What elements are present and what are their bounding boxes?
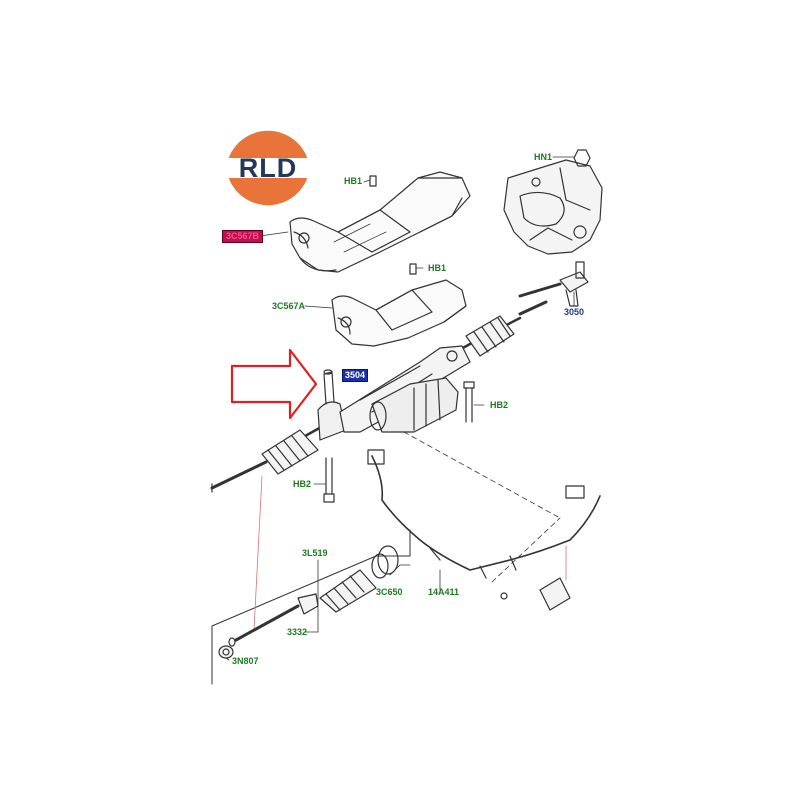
rld-logo-icon: RLD [218, 118, 318, 218]
rld-logo-graphic [222, 130, 314, 206]
eps-motor [369, 377, 459, 433]
bellows-right [465, 315, 515, 357]
kit-bracket [211, 529, 411, 685]
dashed-leader [403, 431, 561, 583]
callout-3332: 3332 [287, 627, 308, 637]
tie-rod-end [518, 261, 589, 307]
callout-leaders [225, 156, 575, 661]
inner-tie-rod [228, 593, 319, 647]
wiring-harness [367, 449, 601, 611]
heat-shield-lower [331, 279, 467, 347]
bolt-hb1-top [369, 175, 377, 187]
logo-text: RLD [238, 152, 298, 183]
bolt-hb1-mid [409, 263, 417, 275]
heat-shield-upper [289, 171, 471, 273]
subframe-knuckle [503, 149, 603, 255]
callout-3c650: 3C650 [376, 587, 403, 597]
kit-bellows [319, 545, 399, 613]
callout-hn1: HN1 [534, 152, 553, 162]
callout-hb2-left: HB2 [293, 479, 312, 489]
callout-3n807: 3N807 [232, 656, 259, 666]
bellows-left [261, 429, 319, 475]
bolt-hb2-left [323, 457, 335, 503]
callout-14a411: 14A411 [428, 587, 460, 597]
callout-hb1-mid: HB1 [428, 263, 447, 273]
nut-3n807 [218, 645, 234, 659]
callout-3050: 3050 [564, 307, 585, 317]
red-outline-arrow-icon [230, 348, 318, 420]
callout-3c567a: 3C567A [272, 301, 306, 311]
callout-hb1-top: HB1 [344, 176, 363, 186]
pinion-housing [317, 369, 347, 441]
callout-3c567b: 3C567B [222, 230, 264, 243]
callout-hb2-right: HB2 [490, 400, 509, 410]
callout-3l519: 3L519 [302, 548, 328, 558]
kit-leader-lines [253, 475, 567, 631]
callout-3504: 3504 [342, 369, 369, 382]
bolt-hb2-right [463, 381, 475, 423]
